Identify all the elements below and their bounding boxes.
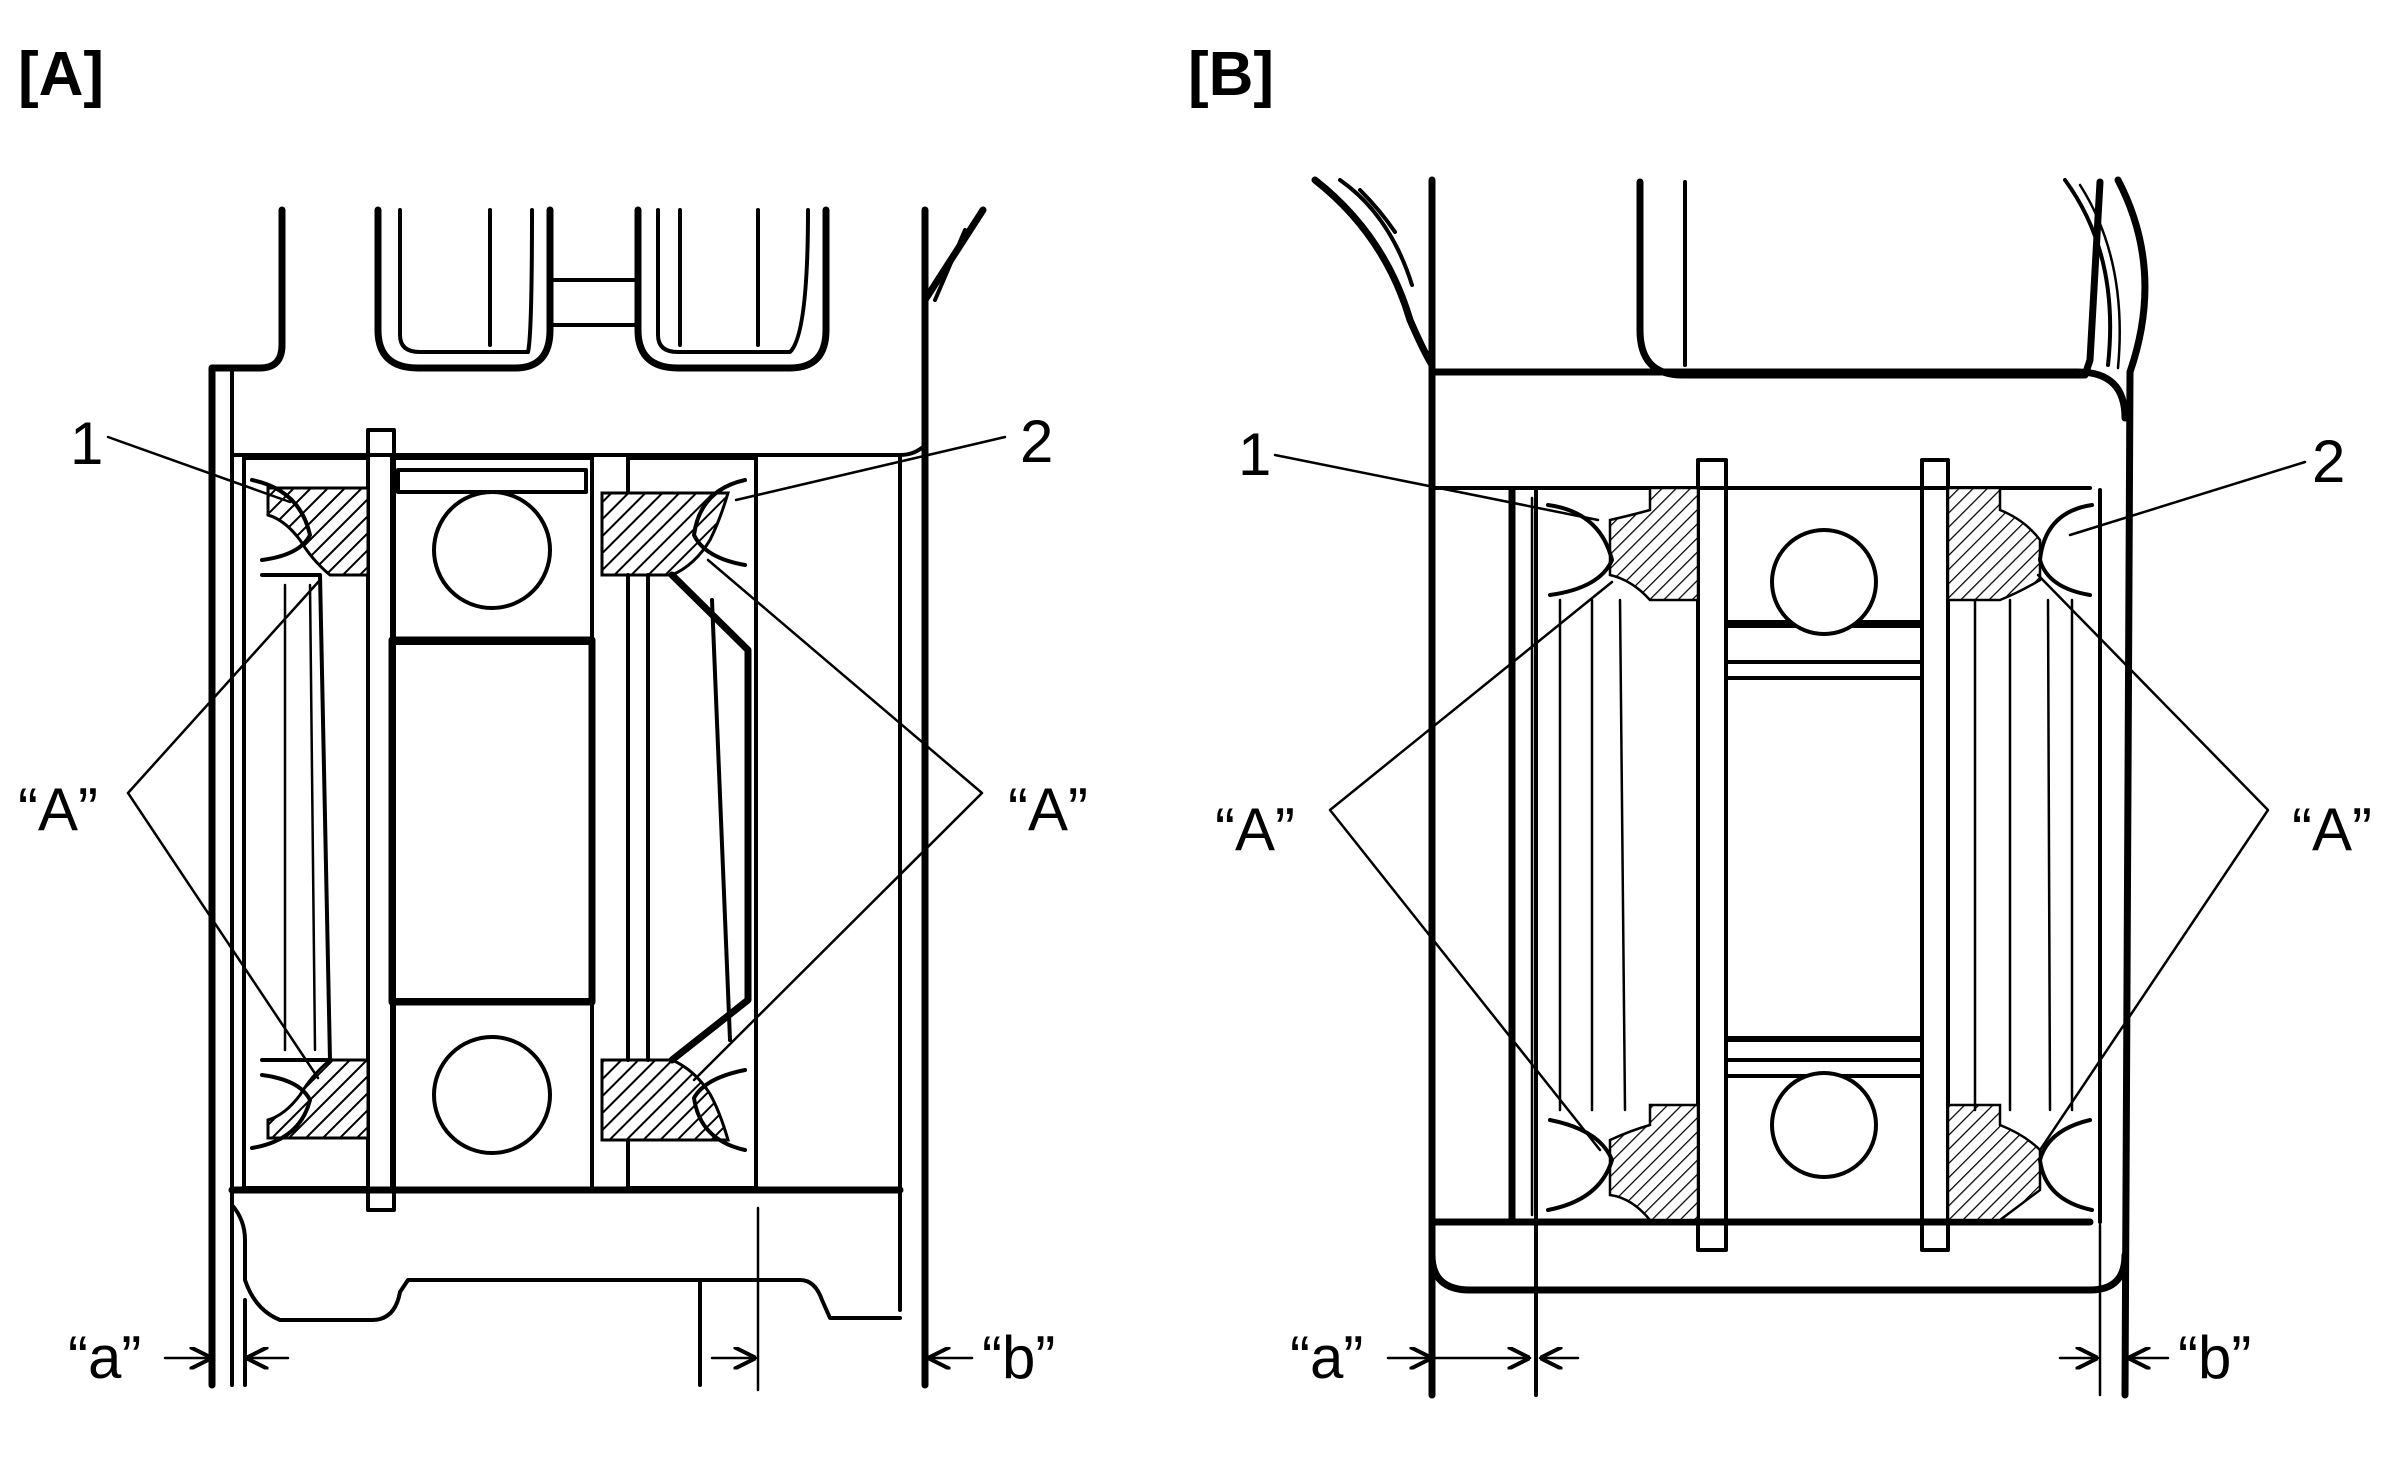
panel-a-lip-callout-right: “A” [692,558,1088,1082]
panel-b-ball-upper [1770,528,1878,636]
panel-a-oil-seal-1 [242,456,370,1190]
panel-a-ball-lower [432,1035,552,1155]
panel-b-callout-2-text: 2 [2312,428,2345,495]
panel-a-callout-1-text: 1 [70,410,103,477]
panel-a-lip-callout-left: “A” [18,578,322,1080]
panel-a-label: [A] [18,40,104,109]
panel-b-callout-1-text: 1 [1238,421,1271,488]
panel-a-dimension-a-text: “a” [68,1324,141,1391]
panel-b-lip-callout-right: “A” [2036,573,2372,1152]
panel-b-dimension-b: “b” [2058,1223,2251,1397]
panel-b: [B] [1188,40,2372,1399]
panel-b-callout-2: 2 [2068,428,2345,537]
panel-b-bearing [1696,458,1950,1252]
panel-b-callout-1: 1 [1238,421,1600,522]
panel-a-dimension-b-text: “b” [982,1324,1055,1391]
panel-b-dimension-a: “a” [1290,1324,1580,1391]
panel-a-callout-2-text: 2 [1020,408,1053,475]
panel-b-lip-label-right: “A” [2292,796,2372,863]
panel-a-dimension-a: “a” [68,1324,290,1391]
panel-a-ball-upper [432,490,552,610]
panel-a-lip-label-left: “A” [18,776,98,843]
panel-a-callout-2: 2 [734,408,1053,502]
panel-b-ball-lower [1770,1071,1878,1179]
panel-b-lip-callout-left: “A” [1215,580,1614,1152]
panel-b-dimension-a-text: “a” [1290,1324,1363,1391]
panel-a-dimension-b: “b” [710,1206,1055,1392]
panel-b-label: [B] [1188,40,1274,109]
panel-b-dimension-b-text: “b” [2178,1324,2251,1391]
panel-b-case [1311,176,2149,1399]
panel-a: [A] [18,40,1088,1392]
panel-b-lip-label-left: “A” [1215,796,1295,863]
panel-a-bearing [366,428,596,1212]
panel-b-oil-seal-1 [1546,486,1700,1222]
panel-a-oil-seal-2 [600,456,758,1190]
panel-b-oil-seal-2 [1946,486,2102,1224]
panel-a-lip-label-right: “A” [1008,776,1088,843]
panel-a-callout-1: 1 [70,410,292,504]
panel-a-case [208,206,987,1389]
